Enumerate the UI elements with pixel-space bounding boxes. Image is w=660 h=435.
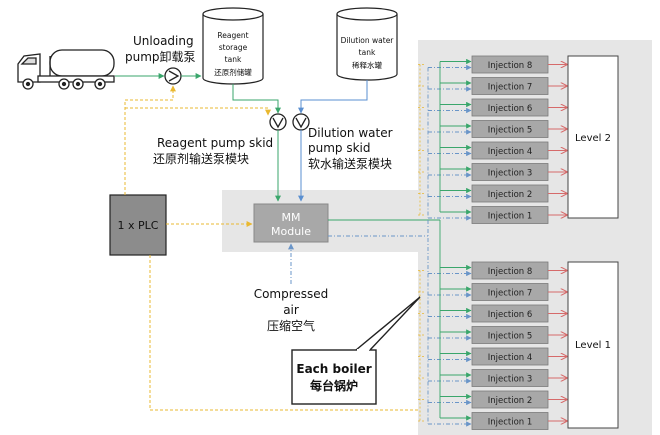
injection-label: Injection 8 <box>488 267 533 277</box>
plc-to-unloading-pump-signal <box>124 85 176 195</box>
plc-to-level1-signal <box>149 255 418 411</box>
mm-module-label-1: MM <box>282 211 301 224</box>
injection-label: Injection 5 <box>488 332 533 342</box>
unloading-pump-label-1: Unloading <box>133 34 194 48</box>
injection-label: Injection 7 <box>488 289 533 299</box>
injection-label: Injection 4 <box>488 147 533 157</box>
plc-label: 1 x PLC <box>118 219 159 232</box>
injection-label: Injection 4 <box>488 353 533 363</box>
injection-label: Injection 1 <box>488 212 533 222</box>
level-1-box <box>567 261 619 429</box>
unloading-pump-label-2: pump卸载泵 <box>125 49 196 64</box>
dilution-skid-label-1: Dilution water <box>308 126 393 140</box>
dilution-tank-label-1: Dilution water <box>341 36 395 45</box>
injection-label: Injection 8 <box>488 61 533 71</box>
compressed-air-label-1: Compressed <box>254 287 329 301</box>
dilution-tank-label-cn: 稀释水罐 <box>352 60 382 70</box>
reagent-tank-label-3: tank <box>225 55 242 64</box>
tanker-truck-icon <box>17 49 115 90</box>
dilution-pump-icon <box>292 113 310 131</box>
each-boiler-callout <box>291 296 421 405</box>
reagent-skid-label: Reagent pump skid <box>157 136 273 150</box>
tank-to-water-pump-line <box>298 80 368 114</box>
injection-label: Injection 6 <box>488 104 533 114</box>
injection-label: Injection 5 <box>488 126 533 136</box>
unloading-pump-icon <box>164 67 182 85</box>
compressed-air-label-cn: 压缩空气 <box>267 318 315 333</box>
compressed-air-label-2: air <box>283 303 299 317</box>
plc-to-reagent-pump-signal <box>125 107 271 116</box>
level-2-label: Level 2 <box>575 133 611 144</box>
reagent-tank-label-2: storage <box>219 43 248 52</box>
injection-label: Injection 2 <box>488 190 533 200</box>
injection-label: Injection 3 <box>488 375 533 385</box>
reagent-storage-tank <box>202 7 264 85</box>
dilution-tank-label-2: tank <box>359 48 376 57</box>
injection-label: Injection 6 <box>488 310 533 320</box>
callout-label-cn: 每台锅炉 <box>310 378 358 393</box>
injection-grid: Injection 8 Injection 7 Injection 6 Injecti… <box>471 55 567 430</box>
reagent-tank-label-1: Reagent <box>217 31 248 40</box>
injection-label: Injection 2 <box>488 396 533 406</box>
reagent-pump-icon <box>269 113 287 131</box>
plc-box <box>109 194 167 256</box>
dilution-water-tank <box>336 7 398 81</box>
mm-module-box <box>253 203 329 243</box>
distribution-manifold <box>418 58 472 427</box>
level-2-box <box>567 55 619 219</box>
injection-label: Injection 7 <box>488 83 533 93</box>
injection-label: Injection 1 <box>488 418 533 428</box>
dilution-skid-label-2: pump skid <box>308 141 371 155</box>
injection-label: Injection 3 <box>488 169 533 179</box>
reagent-skid-label-cn: 还原剂输送泵模块 <box>153 151 249 166</box>
tank-to-reagent-pump-line <box>232 84 281 114</box>
reagent-tank-label-cn: 还原剂储罐 <box>214 67 252 77</box>
callout-label-en: Each boiler <box>296 362 371 376</box>
dilution-skid-label-cn: 软水输送泵模块 <box>308 156 392 171</box>
mm-module-label-2: Module <box>271 225 311 238</box>
level-1-label: Level 1 <box>575 340 611 351</box>
